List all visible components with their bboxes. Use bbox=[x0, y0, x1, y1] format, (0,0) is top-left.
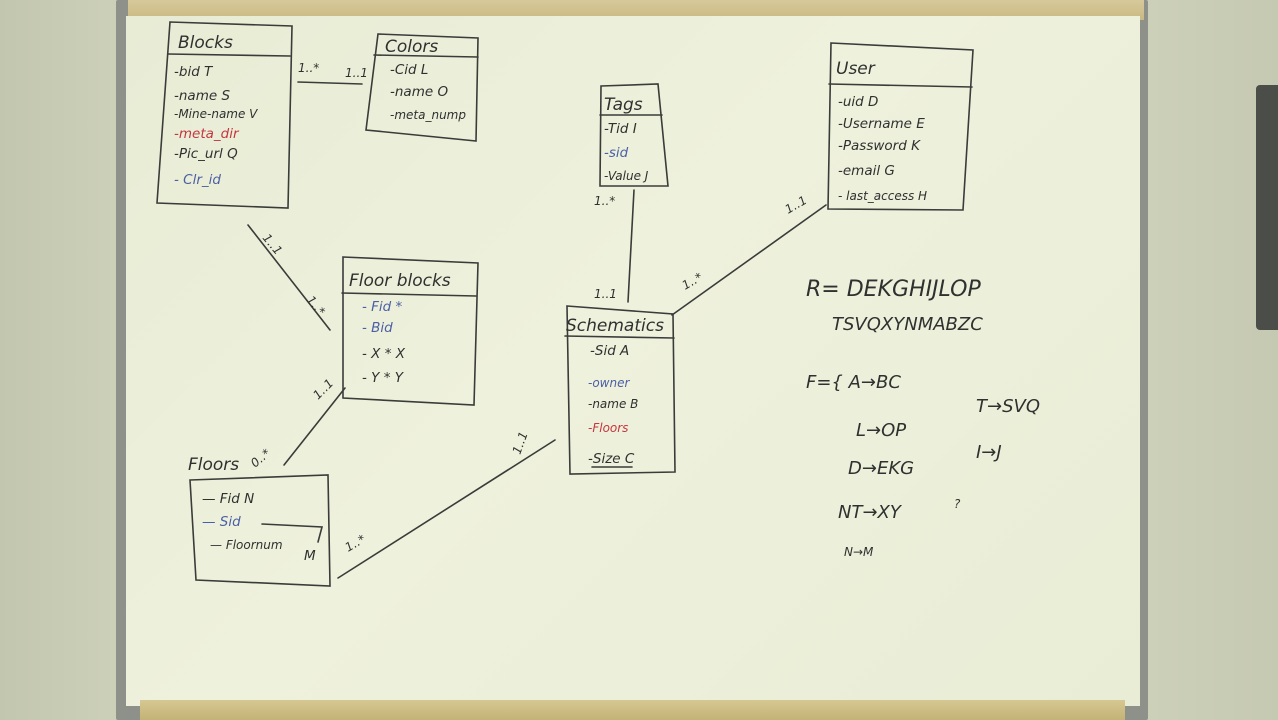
marker-tray bbox=[140, 700, 1125, 720]
colors-box bbox=[365, 33, 479, 142]
blocks-field: -name S bbox=[174, 88, 230, 104]
tags-schematics-line bbox=[627, 189, 635, 303]
cardinality-label: 1..1 bbox=[783, 193, 810, 217]
schematics-field: -owner bbox=[588, 376, 630, 390]
floors-box bbox=[189, 474, 331, 587]
wall-object bbox=[1256, 85, 1278, 330]
colors-field: -Cid L bbox=[390, 62, 428, 78]
floor-blocks-field: - X * X bbox=[362, 346, 406, 362]
cardinality-label: 1..1 bbox=[260, 231, 285, 258]
tags-field: -Value J bbox=[604, 169, 649, 183]
user-field: -uid D bbox=[838, 94, 878, 110]
user-header-divider bbox=[828, 83, 973, 88]
blocks-field: -Mine-name V bbox=[174, 107, 258, 121]
cardinality-label: 1..1 bbox=[310, 376, 336, 402]
user-field: - last_access H bbox=[838, 189, 927, 203]
cardinality-labels: 1..* 1..1 1..1 1..* 1..1 0..* 1..* 1..1 … bbox=[248, 61, 809, 555]
cardinality-label: 1..1 bbox=[594, 287, 617, 301]
colors-header-divider bbox=[373, 54, 479, 58]
entity-user: User -uid D -Username E -Password K -ema… bbox=[827, 42, 974, 211]
fd-rule: I→J bbox=[976, 442, 1002, 463]
cardinality-label: 1..* bbox=[594, 194, 615, 208]
floor-blocks-field: - Y * Y bbox=[362, 370, 405, 386]
tags-field: -Tid I bbox=[604, 121, 637, 137]
relationships bbox=[247, 81, 827, 579]
blocks-header-divider bbox=[167, 53, 291, 57]
user-field: -Password K bbox=[838, 138, 921, 154]
cardinality-label: 0..* bbox=[248, 446, 273, 470]
relation-attributes-cont: TSVQXYNMABZC bbox=[832, 314, 983, 335]
whiteboard bbox=[126, 16, 1140, 706]
schematics-field: -Size C bbox=[588, 451, 635, 467]
colors-title: Colors bbox=[385, 37, 438, 57]
user-schematics-line bbox=[671, 204, 827, 316]
dependency-notes: R= DEKGHIJLOP TSVQXYNMABZC F={ A→BC T→SV… bbox=[806, 277, 1040, 559]
floors-field: — Fid N bbox=[202, 491, 254, 507]
tags-box bbox=[599, 83, 669, 187]
user-title: User bbox=[836, 59, 876, 79]
schematics-field: -Sid A bbox=[590, 343, 629, 359]
blocks-box bbox=[156, 21, 293, 209]
fd-rule: NT→XY bbox=[838, 502, 903, 523]
entity-floors: Floors — Fid N — Sid — Floornum M bbox=[188, 455, 331, 587]
schematics-box bbox=[566, 305, 676, 475]
schematics-header-divider bbox=[564, 335, 675, 339]
fd-rule: F={ A→BC bbox=[806, 372, 901, 393]
cardinality-label: 1..* bbox=[343, 532, 368, 555]
cardinality-label: 1..1 bbox=[345, 66, 368, 80]
whiteboard-top-trim bbox=[128, 0, 1144, 20]
blocks-colors-line bbox=[297, 81, 363, 85]
cardinality-label: 1..1 bbox=[510, 430, 531, 456]
entity-schematics: Schematics -Sid A -owner -name B -Floors… bbox=[564, 305, 676, 475]
entity-colors: Colors -Cid L -name O -meta_nump bbox=[365, 33, 479, 142]
sid-arrow bbox=[261, 523, 324, 543]
fd-rule: L→OP bbox=[856, 420, 906, 441]
schematics-field: -name B bbox=[588, 397, 638, 411]
floors-field: — Floornum bbox=[210, 538, 283, 552]
schematics-floors-line bbox=[337, 439, 556, 579]
blocks-floorblocks-line bbox=[247, 224, 331, 331]
floors-floorblocks-line bbox=[283, 387, 346, 466]
schematics-field: -Floors bbox=[588, 421, 628, 435]
blocks-field: -meta_dir bbox=[174, 126, 240, 142]
floor-blocks-field: - Bid bbox=[362, 320, 393, 336]
blocks-title: Blocks bbox=[178, 33, 233, 53]
fd-rule: D→EKG bbox=[848, 458, 914, 479]
floors-title: Floors bbox=[188, 455, 239, 475]
user-field: -email G bbox=[838, 163, 895, 179]
cardinality-label: 1..* bbox=[298, 61, 319, 75]
schematics-title: Schematics bbox=[566, 316, 664, 336]
fd-rule: N→M bbox=[844, 545, 874, 559]
floor-blocks-field: - Fid * bbox=[362, 299, 403, 315]
blocks-field: - Clr_id bbox=[174, 172, 221, 188]
floors-field: — Sid bbox=[202, 514, 241, 530]
fd-question-mark: ? bbox=[954, 497, 961, 511]
floors-field: M bbox=[304, 548, 316, 564]
colors-field: -name O bbox=[390, 84, 448, 100]
entity-tags: Tags -Tid I -sid -Value J bbox=[599, 83, 669, 187]
tags-field: -sid bbox=[604, 145, 629, 161]
user-box bbox=[827, 42, 974, 211]
entity-blocks: Blocks -bid T -name S -Mine-name V -meta… bbox=[156, 21, 293, 209]
fd-rule: T→SVQ bbox=[976, 396, 1040, 417]
colors-field: -meta_nump bbox=[390, 108, 466, 122]
cardinality-label: 1..* bbox=[680, 270, 705, 293]
floor-blocks-title: Floor blocks bbox=[349, 271, 451, 291]
blocks-field: -bid T bbox=[174, 64, 214, 80]
floor-blocks-box bbox=[342, 256, 479, 406]
blocks-field: -Pic_url Q bbox=[174, 146, 238, 162]
wall-left bbox=[0, 0, 118, 720]
tags-title: Tags bbox=[604, 95, 643, 115]
user-field: -Username E bbox=[838, 116, 925, 132]
relation-attributes: R= DEKGHIJLOP bbox=[806, 277, 981, 302]
floor-blocks-header-divider bbox=[341, 292, 477, 297]
cardinality-label: 1..* bbox=[304, 293, 328, 318]
entity-floor-blocks: Floor blocks - Fid * - Bid - X * X - Y *… bbox=[341, 256, 479, 406]
